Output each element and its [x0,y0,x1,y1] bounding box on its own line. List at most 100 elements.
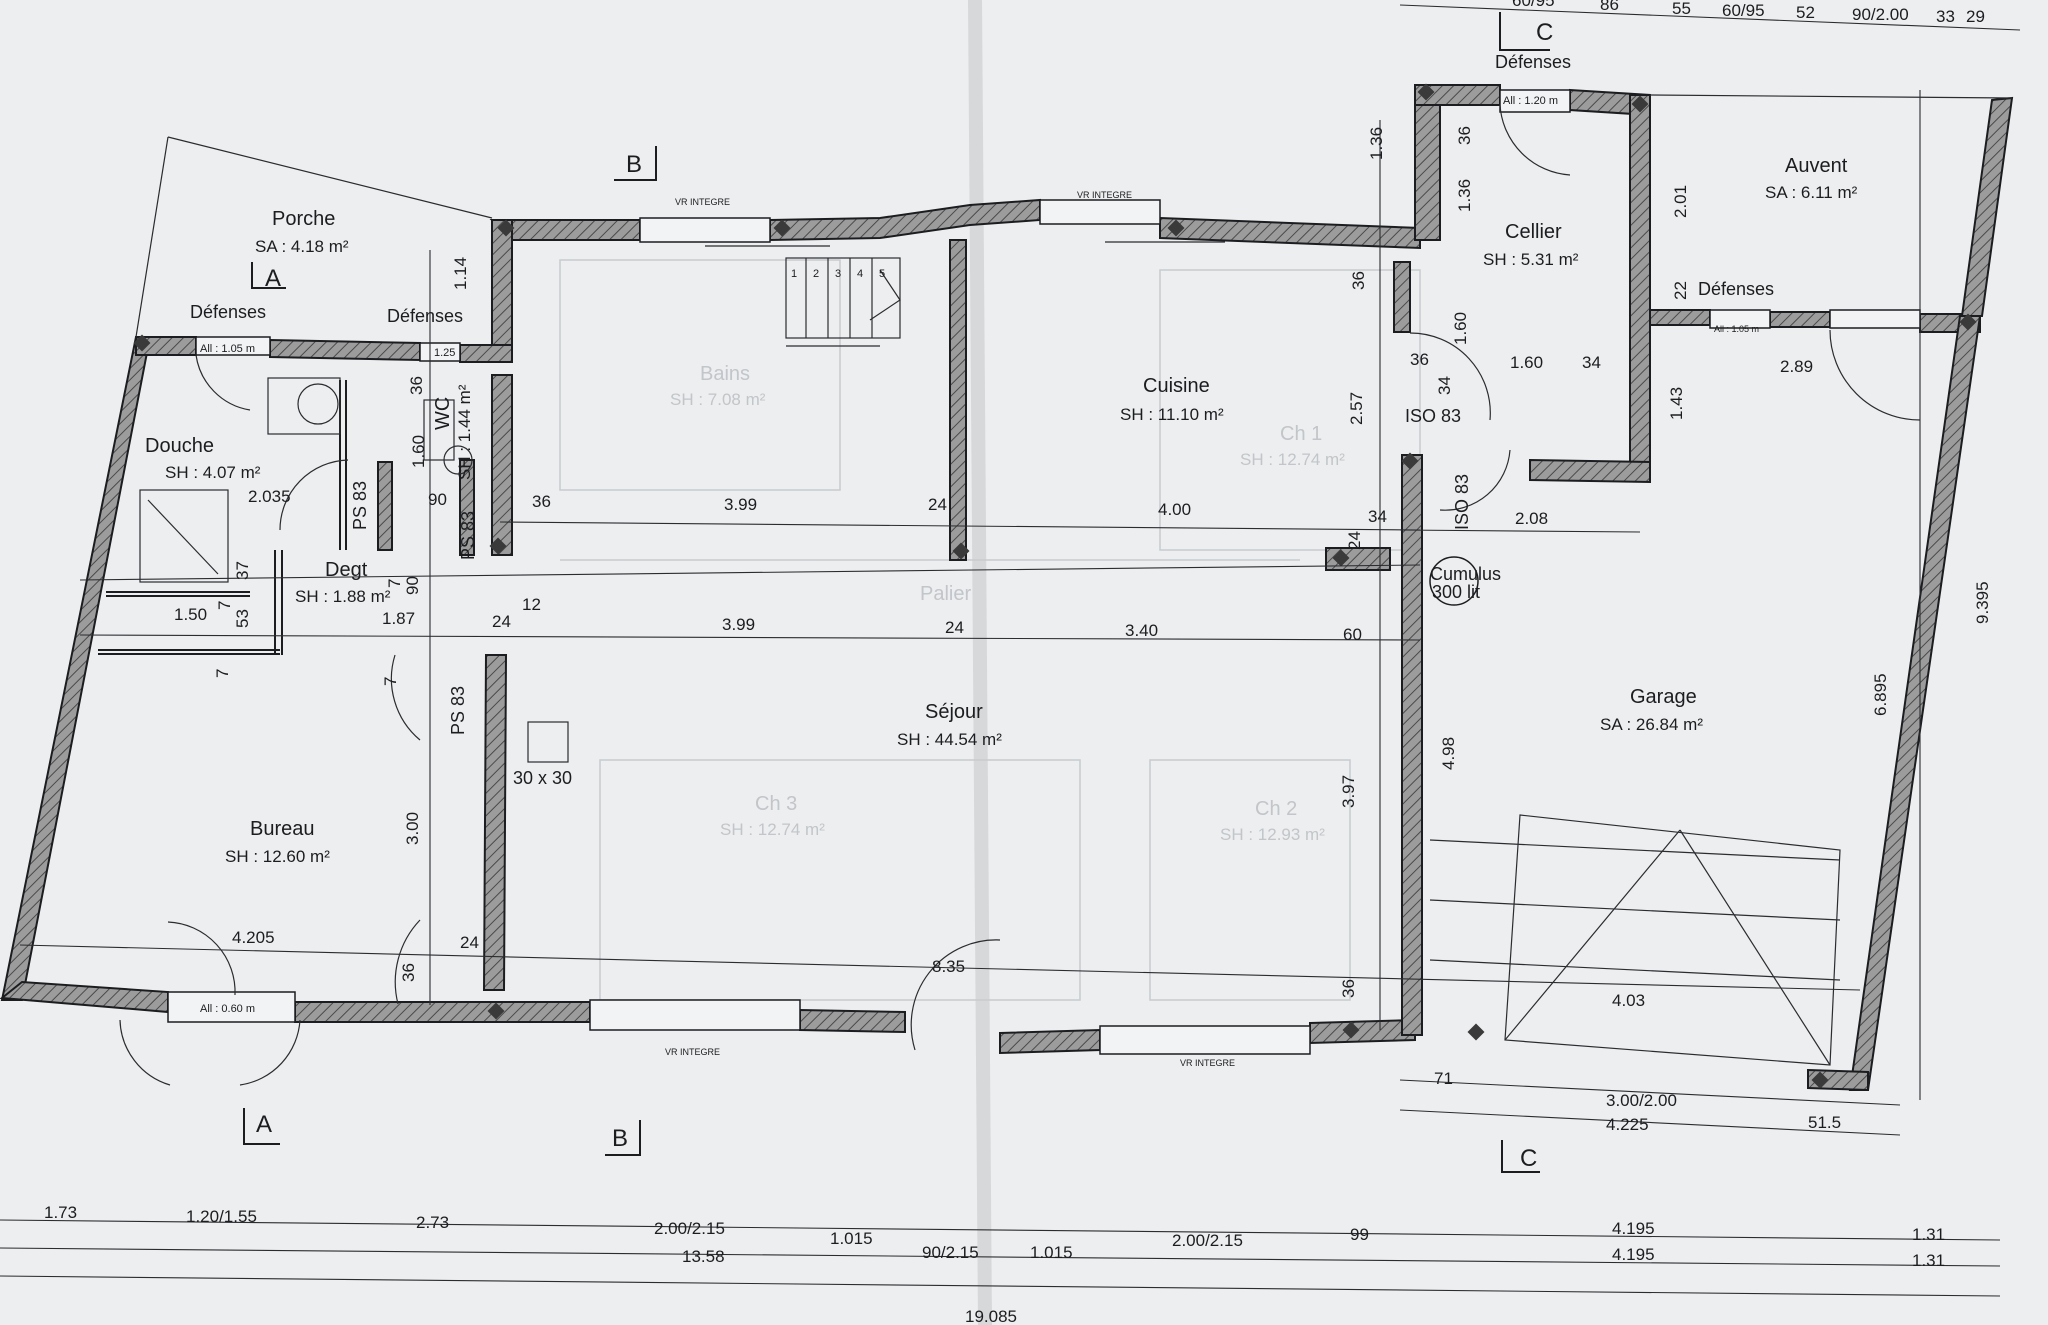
section-a-top: A [265,265,281,292]
dim-24-d: 24 [945,618,964,637]
dim-4225: 4.225 [1606,1115,1649,1134]
dim-187: 1.87 [382,609,415,628]
top-dim-2: 86 [1600,0,1619,14]
dim-90-b: 90 [403,576,422,595]
dim-36-c: 36 [1410,350,1429,369]
section-b-top: B [626,151,642,178]
dim-7-b: 7 [215,601,234,610]
ghost-ch1-area: SH : 12.74 m² [1240,450,1345,469]
room-name-wc: WC [432,397,454,430]
opening-width-5: All : 0.60 m [200,1003,255,1015]
cumulus-label: Cumulus [1430,564,1501,584]
bottom-dim-2: 1.20/1.55 [186,1207,257,1226]
section-c-bottom: C [1520,1145,1537,1172]
dim-7-d: 7 [381,677,400,686]
room-name-douche: Douche [145,435,214,457]
staircase [785,257,901,347]
room-area-douche: SH : 4.07 m² [165,463,261,482]
dim-136-b: 1.36 [1455,179,1474,212]
top-dimension-chain: 60/95 86 55 60/95 52 90/2.00 33 29 [1512,0,1985,26]
dim-36-b: 36 [1349,271,1368,290]
stair-step-2: 2 [813,268,819,280]
doors [119,104,1921,1086]
dim-399-a: 3.99 [724,495,757,514]
dim-9395: 9.395 [1973,581,1992,624]
section-markers: A A B B C C [243,12,1553,1173]
ps83-label-1: PS 83 [350,481,370,530]
room-area-cuisine: SH : 11.10 m² [1120,405,1224,424]
dim-34-c: 34 [1368,507,1387,526]
defenses-label-4: Défenses [1698,279,1774,299]
bottom-dim-3: 2.73 [416,1213,449,1232]
dim-6895: 6.895 [1871,673,1890,716]
dim-71: 71 [1434,1069,1453,1088]
dim-300: 3.00 [403,812,422,845]
room-labels: Porche SA : 4.18 m² Douche SH : 4.07 m² … [145,155,1858,866]
dim-22: 22 [1671,281,1690,300]
stair-step-3: 3 [835,268,841,280]
opening-width-1: All : 1.05 m [200,343,255,355]
room-area-wc: SH : 1.44 m² [455,384,474,480]
dim-498: 4.98 [1439,737,1458,770]
stair-step-1: 1 [791,268,797,280]
garage-door [1429,814,1841,1066]
dim-53: 53 [233,609,252,628]
bottom-dim-11: 1.31 [1912,1225,1945,1244]
bottom-total-2: 4.195 [1612,1245,1655,1264]
dim-24-e: 24 [460,933,479,952]
opening-width-4: All : 1.05 m [1714,324,1759,334]
dim-34-a: 34 [1582,353,1601,372]
ghost-bains-area: SH : 7.08 m² [670,390,766,409]
dim-340: 3.40 [1125,621,1158,640]
ghost-ch1: Ch 1 [1280,423,1322,445]
defenses-label-1: Défenses [190,302,266,322]
room-area-garage: SA : 26.84 m² [1600,715,1703,734]
dim-36-f: 36 [399,963,418,982]
section-c-top: C [1536,19,1553,46]
dim-7-c: 7 [213,669,232,678]
dim-24-b: 24 [1345,531,1364,550]
dim-36-d: 36 [407,376,426,395]
room-area-sejour: SH : 44.54 m² [897,730,1002,749]
room-name-cellier: Cellier [1505,221,1562,243]
top-dim-6: 90/2.00 [1852,5,1909,24]
dim-289: 2.89 [1780,357,1813,376]
ghost-bains: Bains [700,363,750,385]
top-dim-1: 60/95 [1512,0,1555,10]
room-name-degt: Degt [325,559,368,581]
top-dim-7: 33 [1936,7,1955,26]
dim-150: 1.50 [174,605,207,624]
exterior-walls [0,84,2014,1092]
dim-2035: 2.035 [248,487,291,506]
vr-label-1: VR INTEGRE [675,197,730,207]
top-dim-4: 60/95 [1722,1,1765,20]
ghost-ch3-area: SH : 12.74 m² [720,820,825,839]
iso83-label-1: ISO 83 [1405,406,1461,426]
dim-403: 4.03 [1612,991,1645,1010]
bottom-dim-8: 2.00/2.15 [1172,1231,1243,1250]
dim-160-a: 1.60 [1451,312,1470,345]
dim-36-e: 36 [532,492,551,511]
room-name-bureau: Bureau [250,818,315,840]
top-dim-8: 29 [1966,7,1985,26]
bottom-dim-7: 1.015 [1030,1243,1073,1262]
bottom-total-3: 1.31 [1912,1251,1945,1270]
dim-4205: 4.205 [232,928,275,947]
bottom-total-1: 13.58 [682,1247,725,1266]
room-name-porche: Porche [272,208,335,230]
vr-label-2: VR INTEGRE [1077,190,1132,200]
defenses-label-2: Défenses [387,306,463,326]
dim-300-200: 3.00/2.00 [1606,1091,1677,1110]
iso83-label-2: ISO 83 [1452,474,1472,530]
dim-36-g: 36 [1339,979,1358,998]
bottom-dim-9: 99 [1350,1225,1369,1244]
dim-36-a: 36 [1455,126,1474,145]
ghost-ch3: Ch 3 [755,793,797,815]
vr-label-3: VR INTEGRE [665,1047,720,1057]
dim-257: 2.57 [1347,392,1366,425]
dim-114: 1.14 [451,257,470,290]
dim-90-a: 90 [428,490,447,509]
stair-step-4: 4 [857,268,863,280]
room-name-auvent: Auvent [1785,155,1848,177]
